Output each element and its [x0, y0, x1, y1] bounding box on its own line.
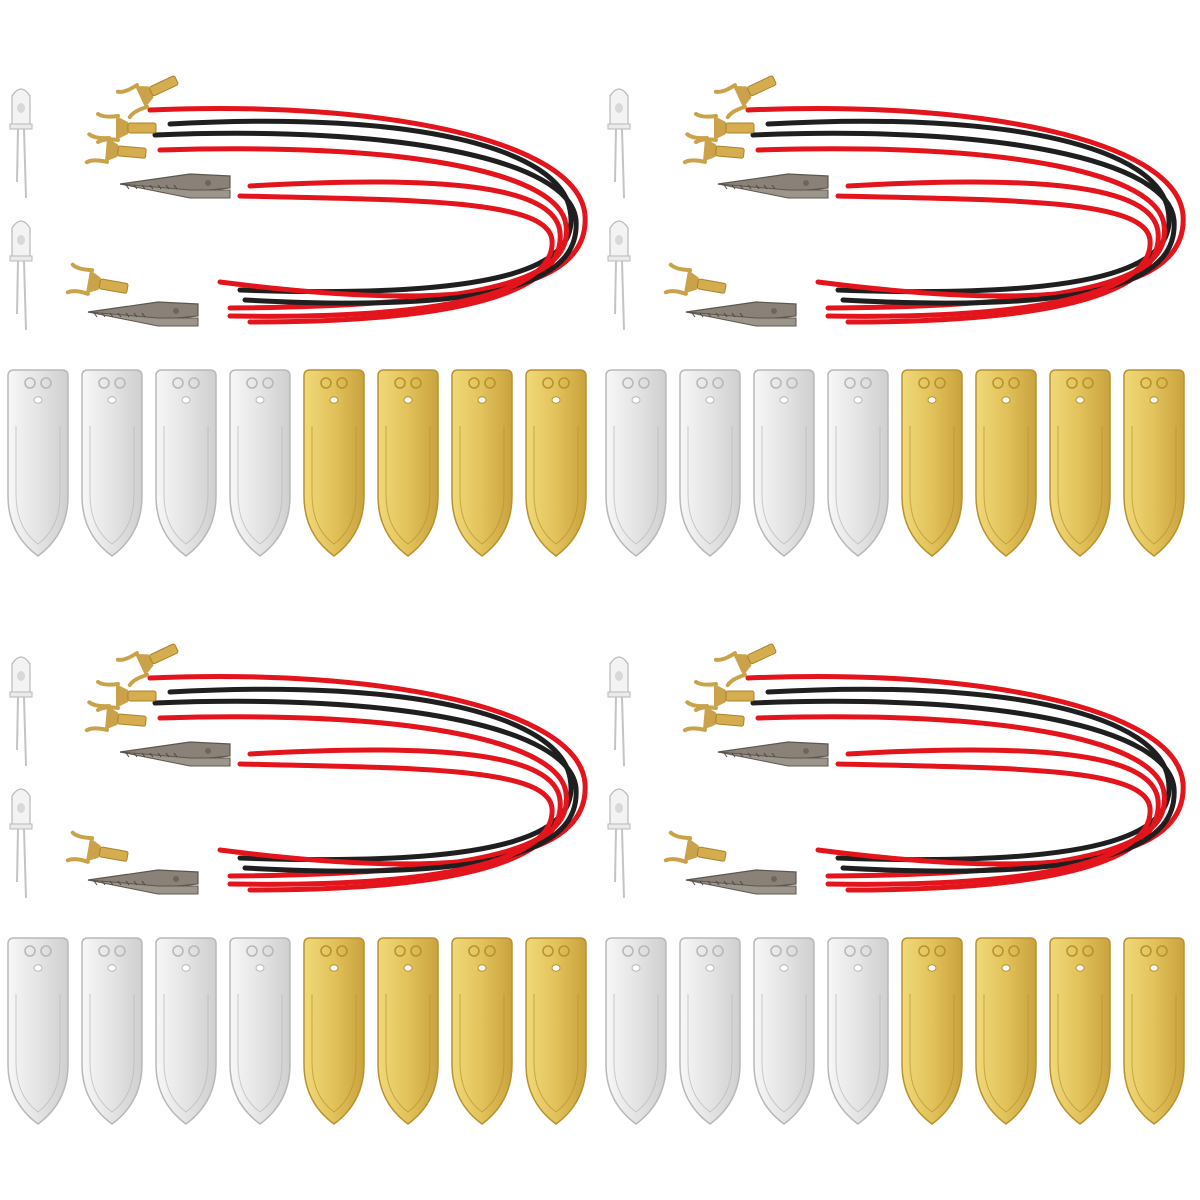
spade-terminal — [682, 700, 745, 733]
zinc-electrode — [827, 369, 889, 557]
spade-terminal — [663, 830, 727, 864]
copper-electrode — [901, 369, 963, 557]
black-wire — [765, 118, 1172, 295]
red-wire — [247, 179, 563, 325]
spade-terminal — [663, 262, 727, 296]
led — [9, 220, 33, 331]
zinc-electrode — [605, 369, 667, 557]
red-wire — [227, 193, 555, 319]
kit-bottom-left — [0, 568, 596, 1168]
red-wire — [845, 747, 1161, 893]
zinc-electrode — [81, 937, 143, 1125]
zinc-electrode — [753, 937, 815, 1125]
alligator-clip — [685, 869, 797, 895]
spade-terminal — [115, 643, 179, 688]
copper-electrode — [1049, 369, 1111, 557]
kit-bottom-right — [598, 568, 1194, 1168]
copper-electrode — [1049, 937, 1111, 1125]
zinc-electrode — [229, 369, 291, 557]
spade-terminal — [84, 132, 147, 165]
led — [607, 788, 631, 899]
kit-top-left — [0, 0, 596, 600]
led — [9, 788, 33, 899]
zinc-electrode — [679, 369, 741, 557]
led — [607, 88, 631, 199]
copper-electrode — [377, 937, 439, 1125]
zinc-electrode — [827, 937, 889, 1125]
black-wire — [167, 118, 574, 295]
spade-terminal — [65, 830, 129, 864]
kit-top-right — [598, 0, 1194, 600]
black-wire — [750, 698, 1177, 874]
spade-terminal — [96, 680, 157, 712]
copper-electrode — [975, 369, 1037, 557]
zinc-electrode — [753, 369, 815, 557]
red-wire — [845, 179, 1161, 325]
spade-terminal — [713, 75, 777, 120]
copper-electrode — [975, 937, 1037, 1125]
black-wire — [152, 130, 579, 306]
led — [607, 656, 631, 767]
zinc-electrode — [81, 369, 143, 557]
zinc-electrode — [679, 937, 741, 1125]
red-wire — [147, 674, 588, 867]
zinc-electrode — [229, 937, 291, 1125]
copper-electrode — [303, 937, 365, 1125]
red-wire — [247, 747, 563, 893]
spade-terminal — [115, 75, 179, 120]
copper-electrode — [1123, 937, 1185, 1125]
red-wire — [745, 674, 1186, 867]
spade-terminal — [96, 112, 157, 144]
alligator-clip — [717, 741, 829, 767]
led — [607, 220, 631, 331]
alligator-clip — [717, 173, 829, 199]
copper-electrode — [377, 369, 439, 557]
spade-terminal — [713, 643, 777, 688]
copper-electrode — [303, 369, 365, 557]
copper-electrode — [451, 369, 513, 557]
copper-electrode — [525, 937, 587, 1125]
zinc-electrode — [7, 937, 69, 1125]
black-wire — [152, 698, 579, 874]
zinc-electrode — [155, 369, 217, 557]
red-wire — [745, 106, 1186, 299]
led — [9, 88, 33, 199]
led — [9, 656, 33, 767]
alligator-clip — [119, 741, 231, 767]
alligator-clip — [87, 869, 199, 895]
alligator-clip — [685, 301, 797, 327]
zinc-electrode — [7, 369, 69, 557]
red-wire — [227, 761, 555, 887]
spade-terminal — [65, 262, 129, 296]
copper-electrode — [451, 937, 513, 1125]
black-wire — [750, 130, 1177, 306]
red-wire — [147, 106, 588, 299]
alligator-clip — [87, 301, 199, 327]
spade-terminal — [682, 132, 745, 165]
copper-electrode — [1123, 369, 1185, 557]
zinc-electrode — [155, 937, 217, 1125]
spade-terminal — [84, 700, 147, 733]
red-wire — [825, 761, 1153, 887]
copper-electrode — [901, 937, 963, 1125]
zinc-electrode — [605, 937, 667, 1125]
black-wire — [765, 686, 1172, 863]
black-wire — [167, 686, 574, 863]
red-wire — [825, 193, 1153, 319]
alligator-clip — [119, 173, 231, 199]
spade-terminal — [694, 112, 755, 144]
copper-electrode — [525, 369, 587, 557]
